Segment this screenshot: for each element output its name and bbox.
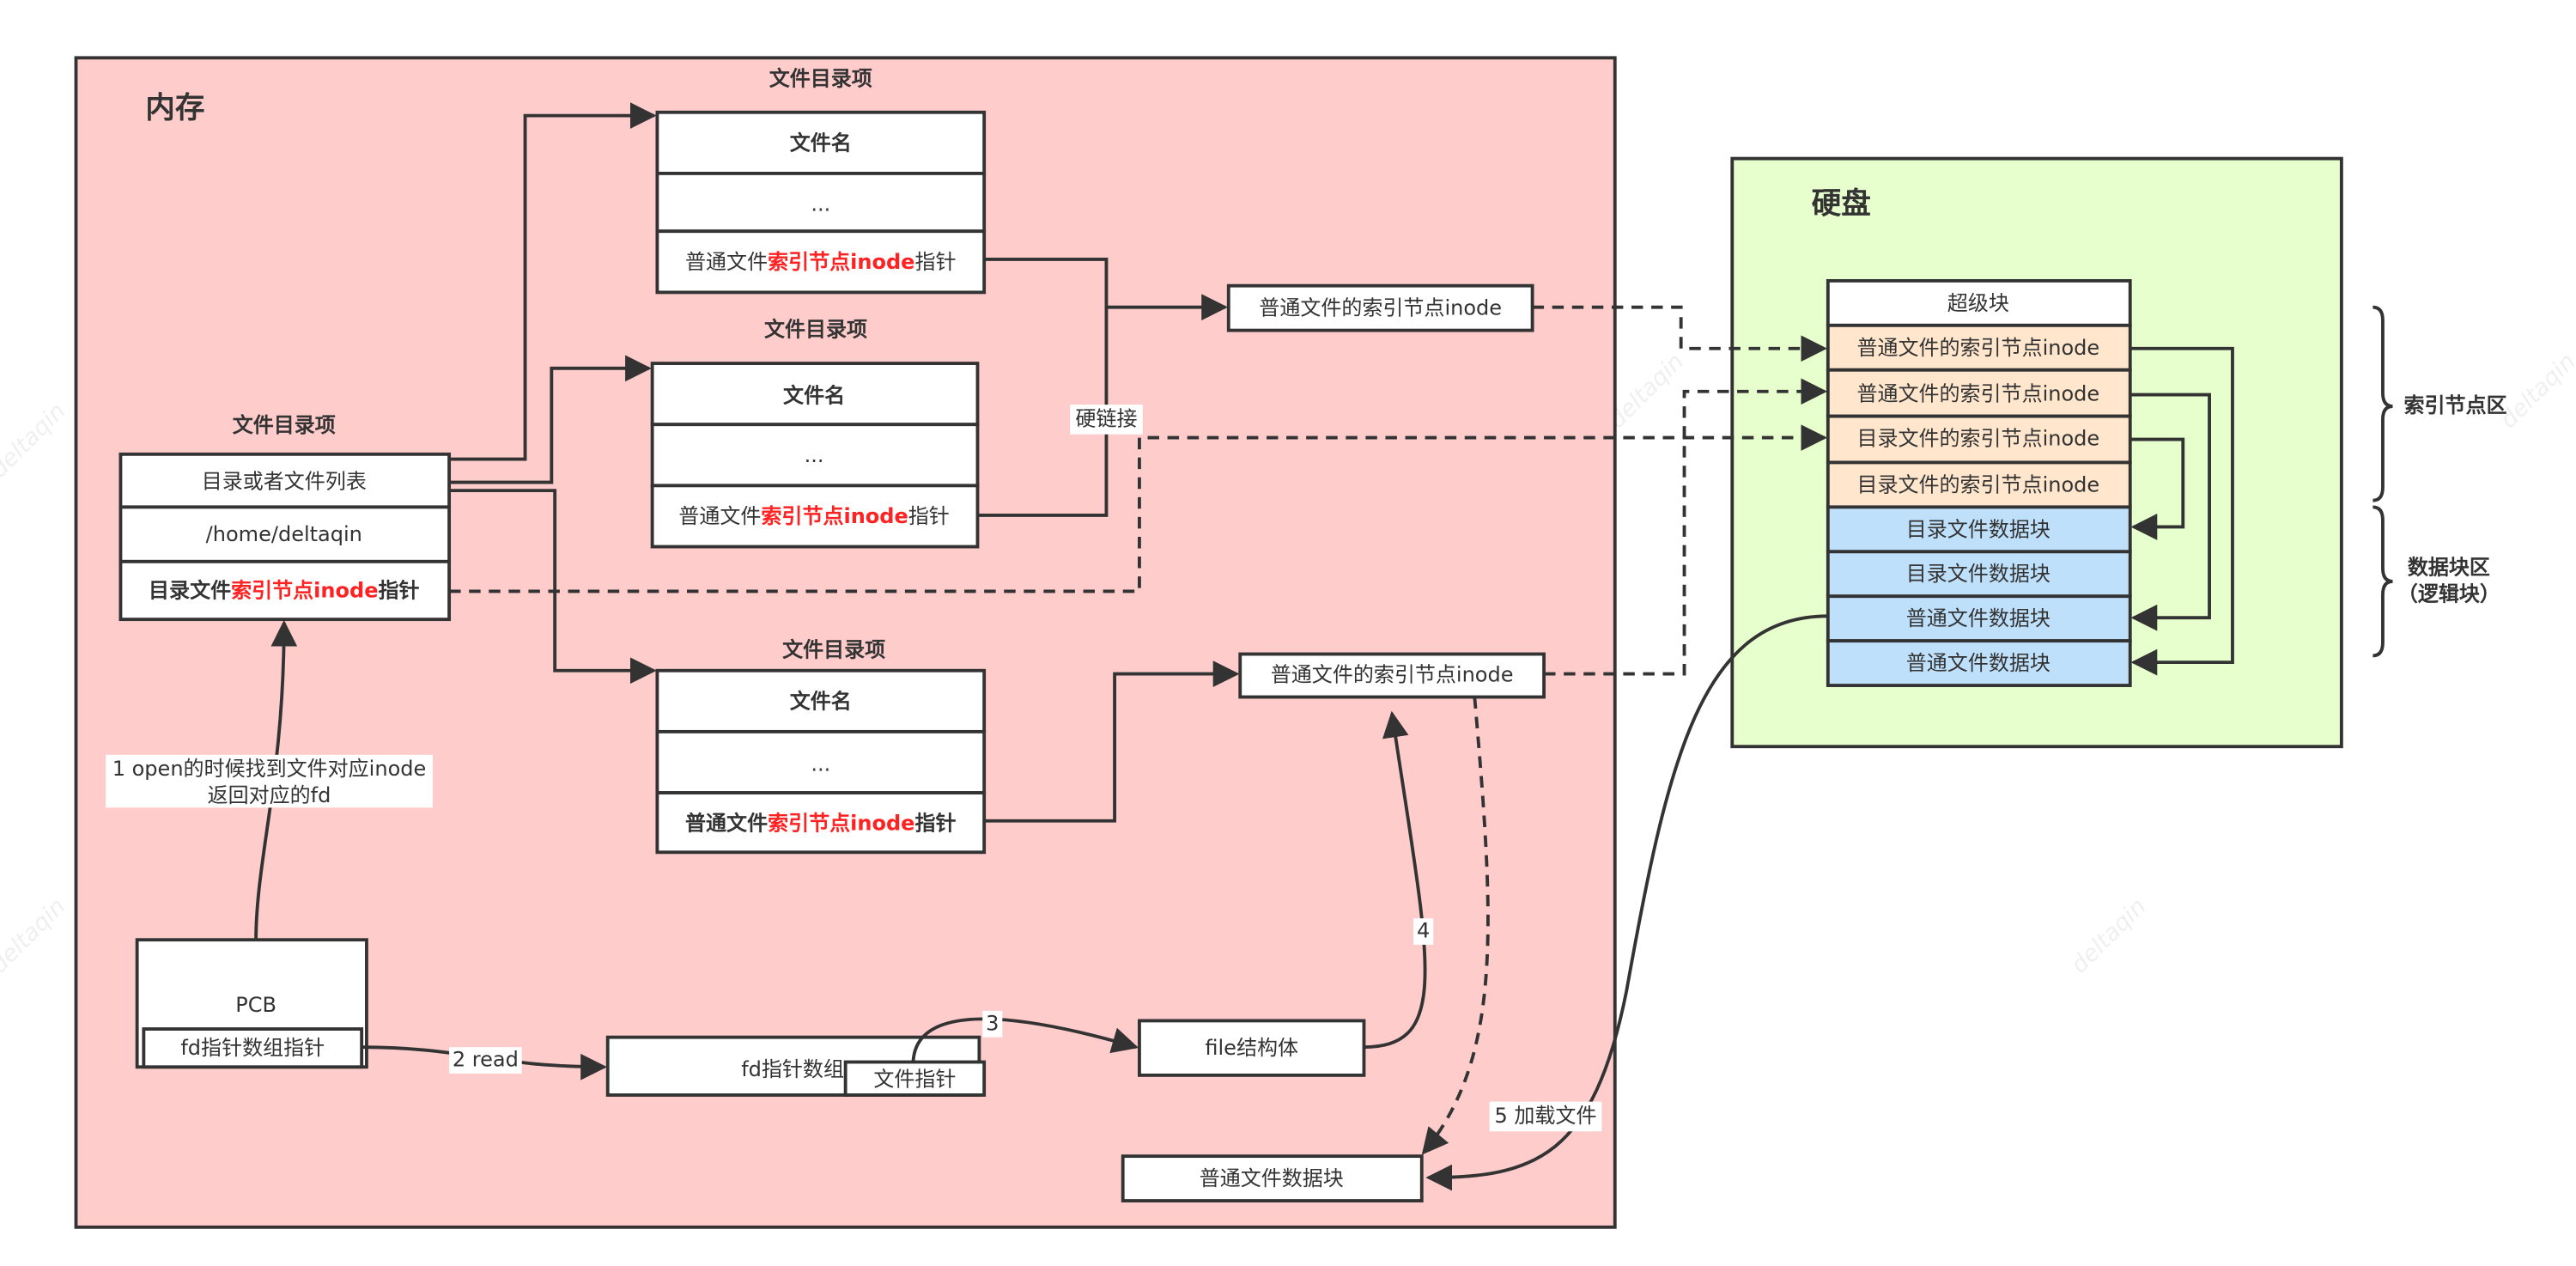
svg-text:fd指针数组指针: fd指针数组指针 <box>180 1036 325 1060</box>
svg-text:普通文件数据块: 普通文件数据块 <box>1200 1166 1344 1190</box>
left-dir-entry: 目录或者文件列表 /home/deltaqin 目录文件索引节点inode指针 <box>118 452 452 622</box>
svg-text:普通文件索引节点inode指针: 普通文件索引节点inode指针 <box>685 812 957 836</box>
svg-text:普通文件索引节点inode指针: 普通文件索引节点inode指针 <box>678 504 950 528</box>
step2-label: 2 read <box>453 1048 519 1072</box>
svg-text:...: ... <box>811 752 830 776</box>
inode-box-middle <box>1238 652 1546 699</box>
svg-text:deltaqin: deltaqin <box>0 893 71 979</box>
svg-text:超级块: 超级块 <box>1947 291 2009 315</box>
memory-title: 内存 <box>145 91 204 125</box>
arrow <box>984 257 1229 321</box>
svg-text:目录文件数据块: 目录文件数据块 <box>1906 517 2050 541</box>
svg-text:普通文件的索引节点inode: 普通文件的索引节点inode <box>1856 382 2099 406</box>
fd-pointer-box <box>142 1027 364 1069</box>
inode-area-label: 索引节点区 <box>2404 393 2507 417</box>
svg-text:文件名: 文件名 <box>790 689 852 713</box>
dashed-arrow <box>1532 305 1828 362</box>
arrow <box>984 660 1240 823</box>
svg-text:...: ... <box>805 443 824 467</box>
file-pointer-box <box>843 1060 987 1097</box>
svg-text:普通文件数据块: 普通文件数据块 <box>1906 651 2050 675</box>
svg-text:普通文件的索引节点inode: 普通文件的索引节点inode <box>1271 663 1514 687</box>
svg-text:普通文件的索引节点inode: 普通文件的索引节点inode <box>1259 296 1502 320</box>
inode-to-data-arrow <box>2129 346 2234 676</box>
step5-label: 5 加载文件 <box>1495 1104 1597 1128</box>
brace-data <box>2372 505 2393 658</box>
data-area-label: 数据块区 <box>2408 556 2490 580</box>
step1-arrow <box>254 619 298 940</box>
svg-text:deltaqin: deltaqin <box>2066 893 2152 979</box>
superblock <box>1826 278 2132 327</box>
data-block-box <box>1121 1154 1424 1202</box>
svg-text:目录文件数据块: 目录文件数据块 <box>1906 562 2050 586</box>
step3-label: 3 <box>986 1011 999 1035</box>
svg-text:目录或者文件列表: 目录或者文件列表 <box>202 470 367 494</box>
svg-text:普通文件的索引节点inode: 普通文件的索引节点inode <box>1856 336 2099 360</box>
svg-text:fd指针数组: fd指针数组 <box>741 1057 844 1081</box>
svg-text:目录文件索引节点inode指针: 目录文件索引节点inode指针 <box>149 578 420 602</box>
step4-arrow <box>1364 710 1427 1050</box>
arrow <box>449 489 657 685</box>
svg-text:/home/deltaqin: /home/deltaqin <box>206 522 362 546</box>
svg-text:普通文件索引节点inode指针: 普通文件索引节点inode指针 <box>685 250 957 274</box>
step5-arrow <box>1425 614 1828 1191</box>
data-area-sublabel: （逻辑块） <box>2397 581 2500 606</box>
dir-entry-top: 文件名... 普通文件索引节点inode指针 <box>655 110 987 295</box>
data-row <box>1826 639 2132 687</box>
svg-text:文件指针: 文件指针 <box>873 1068 956 1092</box>
inode-row <box>1826 323 2132 372</box>
dir-entry-bottom: 文件名... 普通文件索引节点inode指针 <box>655 668 987 855</box>
left-entry-title: 文件目录项 <box>233 413 336 437</box>
hard-link-label: 硬链接 <box>1075 406 1137 430</box>
brace-inode <box>2372 305 2393 502</box>
dashed-arrow <box>449 424 1828 593</box>
entry-title: 文件目录项 <box>769 66 872 90</box>
dir-entry-middle: 文件名... 普通文件索引节点inode指针 <box>650 362 980 549</box>
step1-label-2: 返回对应的fd <box>208 783 331 807</box>
svg-text:目录文件的索引节点inode: 目录文件的索引节点inode <box>1856 427 2099 451</box>
svg-text:deltaqin: deltaqin <box>2495 348 2576 434</box>
svg-text:目录文件的索引节点inode: 目录文件的索引节点inode <box>1856 472 2099 496</box>
step4-label: 4 <box>1417 919 1430 943</box>
inode-to-data-arrow <box>2129 437 2185 540</box>
hard-link-line <box>977 307 1109 517</box>
svg-text:file结构体: file结构体 <box>1205 1036 1298 1060</box>
step1-label: 1 open的时候找到文件对应inode <box>112 757 427 781</box>
svg-text:PCB: PCB <box>235 993 276 1017</box>
svg-text:文件名: 文件名 <box>783 384 845 408</box>
dashed-arrow <box>1544 378 1828 676</box>
arrow <box>449 355 652 484</box>
inode-to-data-arrow <box>2129 393 2211 631</box>
load-dashed-arrow <box>1421 697 1490 1155</box>
entry-title: 文件目录项 <box>782 638 885 662</box>
entry-title: 文件目录项 <box>764 318 867 342</box>
svg-text:文件名: 文件名 <box>790 131 852 155</box>
svg-text:...: ... <box>811 192 830 216</box>
arrow <box>449 102 657 461</box>
svg-text:普通文件数据块: 普通文件数据块 <box>1906 606 2050 630</box>
disk-title: 硬盘 <box>1812 186 1871 221</box>
svg-text:deltaqin: deltaqin <box>0 398 71 484</box>
disk-stack: 超级块 普通文件的索引节点inode 普通文件的索引节点inode 目录文件的索… <box>1826 278 2132 687</box>
